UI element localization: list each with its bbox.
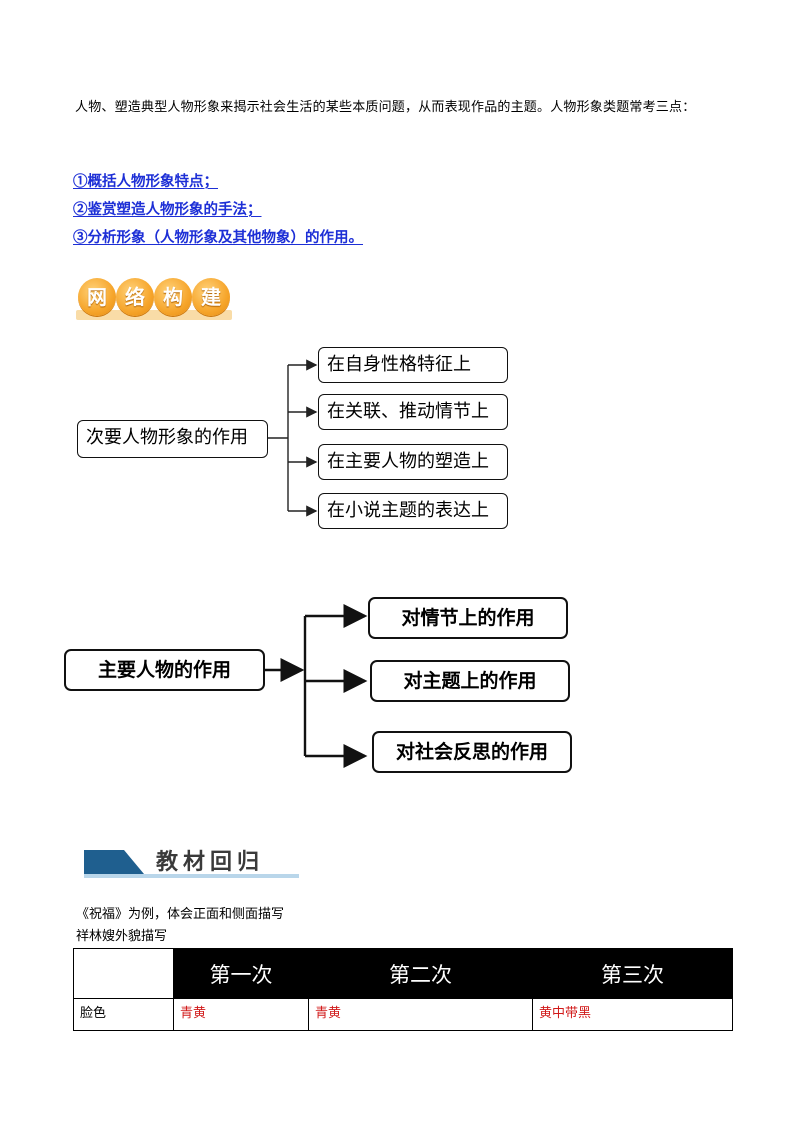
table-header-blank	[73, 948, 174, 999]
section-header-textbook: 教材回归	[84, 844, 304, 880]
table-row: 脸色 青黄 青黄 黄中带黑	[73, 998, 733, 1031]
diagram1-connectors	[265, 359, 368, 768]
table-cell: 青黄	[308, 998, 533, 1031]
appearance-table: 第一次 第二次 第三次 脸色 青黄 青黄 黄中带黑	[73, 948, 733, 1031]
caption-example: 《祝福》为例，体会正面和侧面描写	[76, 907, 285, 922]
diagram2-branch-3: 对社会反思的作用	[372, 731, 572, 773]
diagram1-branch-4: 在小说主题的表达上	[318, 493, 508, 529]
section-badge-network: 网 络 构 建	[76, 276, 236, 328]
diagram1-branch-3: 在主要人物的塑造上	[318, 444, 508, 480]
section-header-shape	[84, 850, 299, 878]
table-row-label: 脸色	[73, 998, 174, 1031]
diagram1-root-box: 次要人物形象的作用	[77, 420, 268, 458]
table-cell: 青黄	[173, 998, 309, 1031]
badge-char-1: 网	[78, 278, 116, 316]
badge-char-3: 构	[154, 278, 192, 316]
table-cell: 黄中带黑	[532, 998, 733, 1031]
section-title: 教材回归	[156, 850, 265, 875]
diagram1-branch-1: 在自身性格特征上	[318, 347, 508, 383]
intro-paragraph: 人物、塑造典型人物形象来揭示社会生活的某些本质问题，从而表现作品的主题。人物形象…	[75, 100, 696, 115]
diagram2-branch-1: 对情节上的作用	[368, 597, 568, 639]
table-header-third: 第三次	[532, 948, 733, 999]
caption-description: 祥林嫂外貌描写	[76, 929, 168, 944]
badge-char-2: 络	[116, 278, 154, 316]
badge-char-4: 建	[192, 278, 230, 316]
table-header-first: 第一次	[173, 948, 309, 999]
point-1-link[interactable]: ①概括人物形象特点；	[73, 173, 218, 190]
point-2-link[interactable]: ②鉴赏塑造人物形象的手法；	[73, 201, 262, 218]
diagram2-root-box: 主要人物的作用	[64, 649, 265, 691]
diagram2-branch-2: 对主题上的作用	[370, 660, 570, 702]
badge-underline	[76, 310, 232, 320]
point-3-link[interactable]: ③分析形象（人物形象及其他物象）的作用。	[73, 229, 363, 246]
table-header-row: 第一次 第二次 第三次	[73, 948, 733, 999]
diagram1-branch-2: 在关联、推动情节上	[318, 394, 508, 430]
table-header-second: 第二次	[308, 948, 533, 999]
